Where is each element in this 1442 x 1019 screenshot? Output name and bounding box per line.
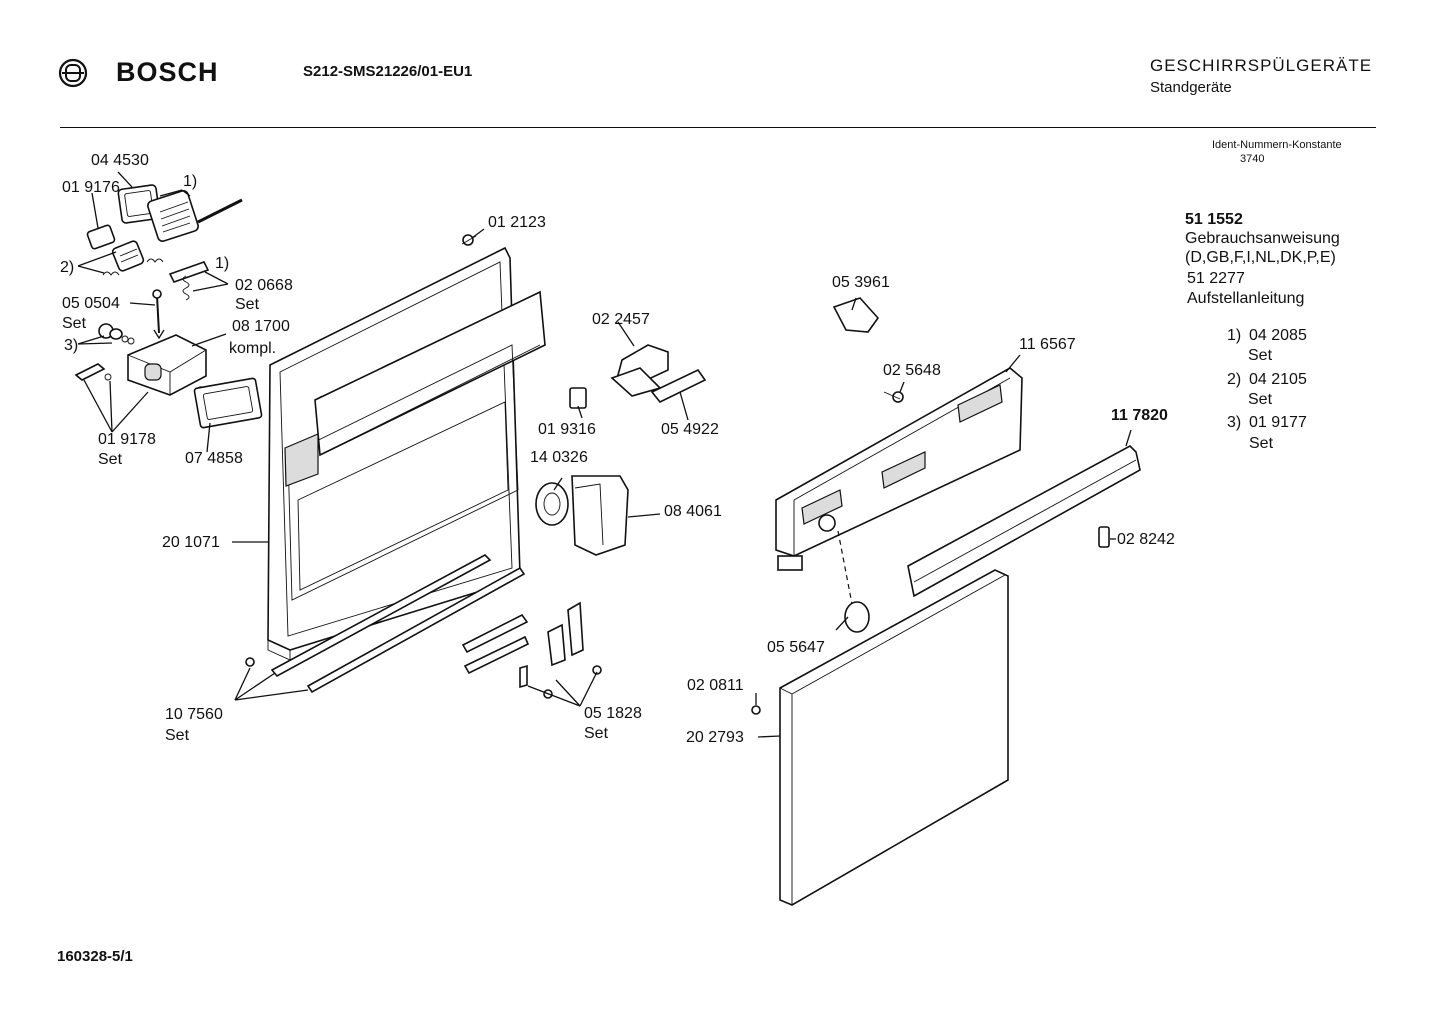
part-label-050504: 05 0504	[62, 295, 120, 312]
legend-part-3: 01 9177	[1249, 414, 1307, 431]
part-label-020668: 02 0668	[235, 277, 293, 294]
legend-key-2: 2)	[1227, 371, 1242, 388]
part-label-140326: 14 0326	[530, 449, 588, 466]
part-label-022457: 02 2457	[592, 311, 650, 328]
install-title: Aufstellanleitung	[1187, 290, 1305, 307]
bottom-rails	[245, 554, 526, 694]
part-label-044530: 04 4530	[91, 152, 149, 169]
part-label-025648: 02 5648	[883, 362, 941, 379]
set-marker-1-bottom: 1)	[215, 255, 230, 272]
trim-strip	[907, 445, 1141, 598]
legend-part-2: 04 2105	[1249, 371, 1307, 388]
part-label-051828-set: Set	[584, 725, 609, 742]
part-label-202793: 20 2793	[686, 729, 744, 746]
legend-key-1: 1)	[1227, 327, 1242, 344]
set-marker-1-top: 1)	[183, 173, 198, 190]
install-number: 51 2277	[1187, 270, 1245, 287]
part-label-074858: 07 4858	[185, 450, 243, 467]
part-label-116567: 11 6567	[1019, 336, 1076, 353]
part-label-020811: 02 0811	[687, 677, 744, 694]
set-marker-2: 2)	[60, 259, 75, 276]
middle-components	[535, 344, 707, 556]
header-divider	[60, 127, 1376, 128]
manual-number: 51 1552	[1185, 211, 1243, 228]
part-label-012123: 01 2123	[488, 214, 546, 231]
outer-door-panel	[751, 569, 1009, 906]
part-label-054922: 05 4922	[661, 421, 719, 438]
part-label-107560-set: Set	[165, 727, 190, 744]
inner-door-panel	[267, 246, 546, 661]
seal-frame	[193, 377, 263, 429]
legend-part-1: 04 2085	[1249, 327, 1307, 344]
part-label-020668-set: Set	[235, 296, 260, 313]
part-label-019178-set: Set	[98, 451, 123, 468]
part-label-055647: 05 5647	[767, 639, 825, 656]
manual-languages: (D,GB,F,I,NL,DK,P,E)	[1185, 249, 1336, 266]
part-label-019176: 01 9176	[62, 179, 120, 196]
footer-code: 160328-5/1	[57, 948, 133, 965]
door-lock-assembly	[74, 289, 207, 396]
part-label-053961: 05 3961	[832, 274, 890, 291]
part-label-081700: 08 1700	[232, 318, 290, 335]
category-subtitle: Standgeräte	[1150, 79, 1232, 96]
bosch-logo-icon	[58, 58, 88, 88]
screw-012123	[462, 234, 474, 246]
category-title: GESCHIRRSPÜLGERÄTE	[1150, 56, 1373, 75]
model-number: S212-SMS21226/01-EU1	[303, 63, 473, 80]
hinge-brackets	[461, 601, 602, 699]
vent-cover-parts	[86, 184, 243, 301]
part-label-050504-set: Set	[62, 315, 87, 332]
brand-name: BOSCH	[116, 57, 219, 87]
ident-value: 3740	[1240, 153, 1265, 165]
part-label-107560: 10 7560	[165, 706, 223, 723]
part-label-084061: 08 4061	[664, 503, 722, 520]
part-label-051828: 05 1828	[584, 705, 642, 722]
legend-key-3: 3)	[1227, 414, 1242, 431]
control-panel	[775, 297, 1023, 633]
manual-title: Gebrauchsanweisung	[1185, 230, 1340, 247]
leader-lines	[77, 171, 1132, 738]
part-label-019178: 01 9178	[98, 431, 156, 448]
part-label-019316: 01 9316	[538, 421, 596, 438]
legend-note-1: Set	[1248, 347, 1273, 364]
part-label-201071: 20 1071	[162, 534, 220, 551]
legend-note-3: Set	[1249, 435, 1274, 452]
part-label-028242: 02 8242	[1117, 531, 1175, 548]
legend-note-2: Set	[1248, 391, 1273, 408]
ident-label: Ident-Nummern-Konstante	[1212, 139, 1342, 151]
set-marker-3: 3)	[64, 337, 79, 354]
part-label-117820: 11 7820	[1111, 407, 1168, 424]
part-label-081700-kompl: kompl.	[229, 340, 277, 357]
